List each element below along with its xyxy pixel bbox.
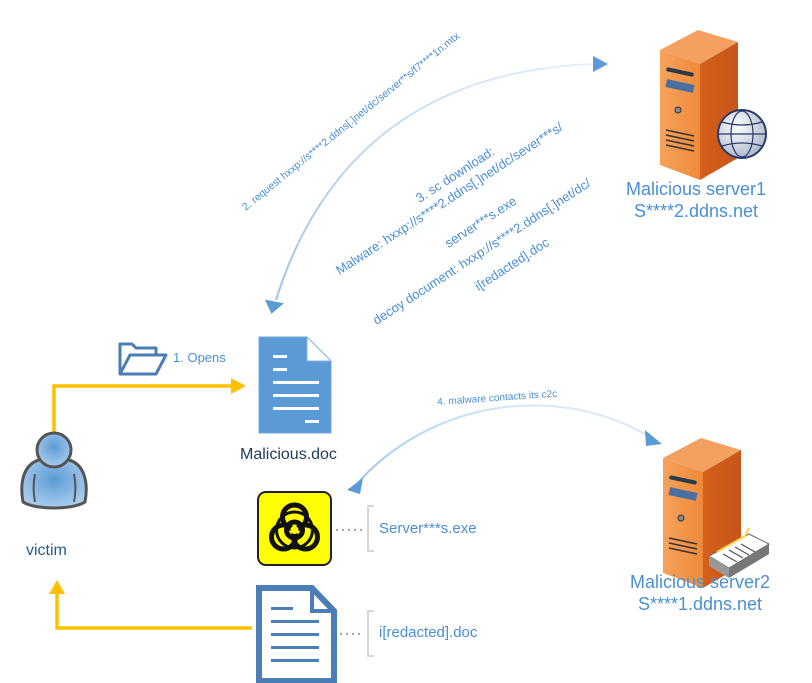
- document-outline-icon: [256, 585, 337, 683]
- arrowhead-to-server2: [645, 430, 662, 446]
- server-drive-icon: [663, 438, 771, 588]
- decoy-file-label: i[redacted].doc: [379, 624, 478, 641]
- request-download-arrow: [264, 56, 608, 314]
- arrowhead-to-malware: [347, 478, 363, 494]
- document-icon: [258, 335, 333, 434]
- malware-file-label: Server***s.exe: [379, 520, 477, 537]
- server1-host: S****2.ddns.net: [633, 201, 759, 221]
- victim-label: victim: [26, 542, 67, 559]
- user-icon: [20, 431, 88, 510]
- step1-opens-label: 1. Opens: [173, 350, 226, 365]
- folder-open-icon: [118, 342, 168, 376]
- decoy-flow-arrow: [49, 580, 252, 630]
- biohazard-icon: [257, 491, 332, 566]
- server-globe-icon: [660, 30, 767, 180]
- decoy-callout-connector: [340, 610, 374, 657]
- server1-name: Malicious server1: [626, 179, 767, 199]
- arrowhead-to-doc: [264, 299, 284, 314]
- opens-flow-arrow: [52, 378, 246, 432]
- malicious-doc-label: Malicious.doc: [240, 446, 337, 463]
- arrowhead-to-server1: [593, 56, 608, 72]
- server1-label: Malicious server1 S****2.ddns.net: [626, 178, 766, 222]
- c2c-arrow: [347, 404, 662, 494]
- server2-host: S****1.ddns.net: [637, 594, 763, 614]
- malware-callout-connector: [336, 505, 374, 552]
- server2-name: Malicious server2: [630, 572, 771, 592]
- server2-label: Malicious server2 S****1.ddns.net: [630, 571, 770, 615]
